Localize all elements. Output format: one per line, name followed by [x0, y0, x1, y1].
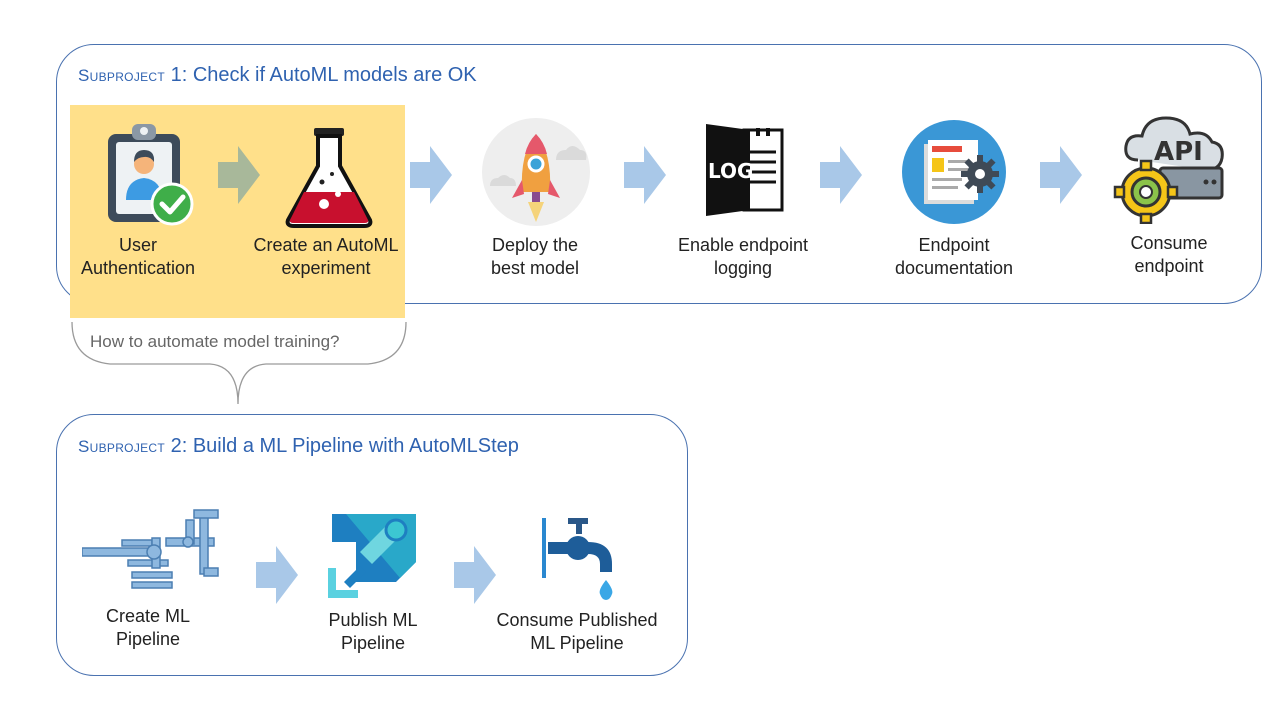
- step-label-publish-pipeline: Publish ML Pipeline: [328, 610, 418, 653]
- arrow-step5-to-step6: [1040, 146, 1082, 204]
- svg-text:LOG: LOG: [708, 159, 753, 183]
- subproject-1-panel: [56, 44, 1262, 304]
- rocket-icon: [480, 114, 592, 230]
- user-authentication-icon: [102, 120, 202, 228]
- subproject-2-prefix: Subproject: [78, 437, 166, 456]
- subproject-1-title-text: 1: Check if AutoML models are OK: [170, 64, 477, 86]
- subproject-1-title: Subproject 1: Check if AutoML models are…: [78, 64, 477, 87]
- azure-pipelines-icon: [326, 512, 420, 602]
- step-label-create-pipeline: Create ML Pipeline: [105, 606, 191, 649]
- api-icon: API: [1110, 112, 1228, 224]
- step-label-consume-endpoint: Consume endpoint: [1130, 233, 1208, 276]
- step-label-logging: Enable endpoint logging: [677, 235, 809, 278]
- curly-brace: [70, 320, 410, 406]
- step-label-deploy: Deploy the best model: [490, 235, 580, 278]
- step-label-create-automl: Create an AutoML experiment: [253, 235, 399, 278]
- arrow-step2-to-step3: [410, 146, 452, 204]
- step-label-documentation: Endpoint documentation: [894, 235, 1014, 278]
- pipes-icon: [82, 508, 224, 598]
- step-label-consume-pipeline: Consume Published ML Pipeline: [496, 610, 658, 653]
- arrow-step4-to-step5: [820, 146, 862, 204]
- svg-text:API: API: [1154, 137, 1203, 167]
- log-icon: LOG: [704, 124, 784, 216]
- subproject-2-panel: [56, 414, 688, 676]
- arrow-step1-to-step2: [218, 146, 260, 204]
- documentation-icon: [900, 118, 1008, 226]
- step-label-user-authentication: User Authentication: [80, 235, 196, 278]
- flask-icon: [282, 126, 376, 230]
- brace-caption: How to automate model training?: [90, 332, 340, 351]
- subproject-1-prefix: Subproject: [78, 66, 166, 85]
- faucet-icon: [540, 514, 620, 600]
- arrow-create-to-publish: [256, 546, 298, 604]
- subproject-2-title-text: 2: Build a ML Pipeline with AutoMLStep: [170, 435, 519, 457]
- arrow-step3-to-step4: [624, 146, 666, 204]
- subproject-2-title: Subproject 2: Build a ML Pipeline with A…: [78, 435, 519, 458]
- arrow-publish-to-consume: [454, 546, 496, 604]
